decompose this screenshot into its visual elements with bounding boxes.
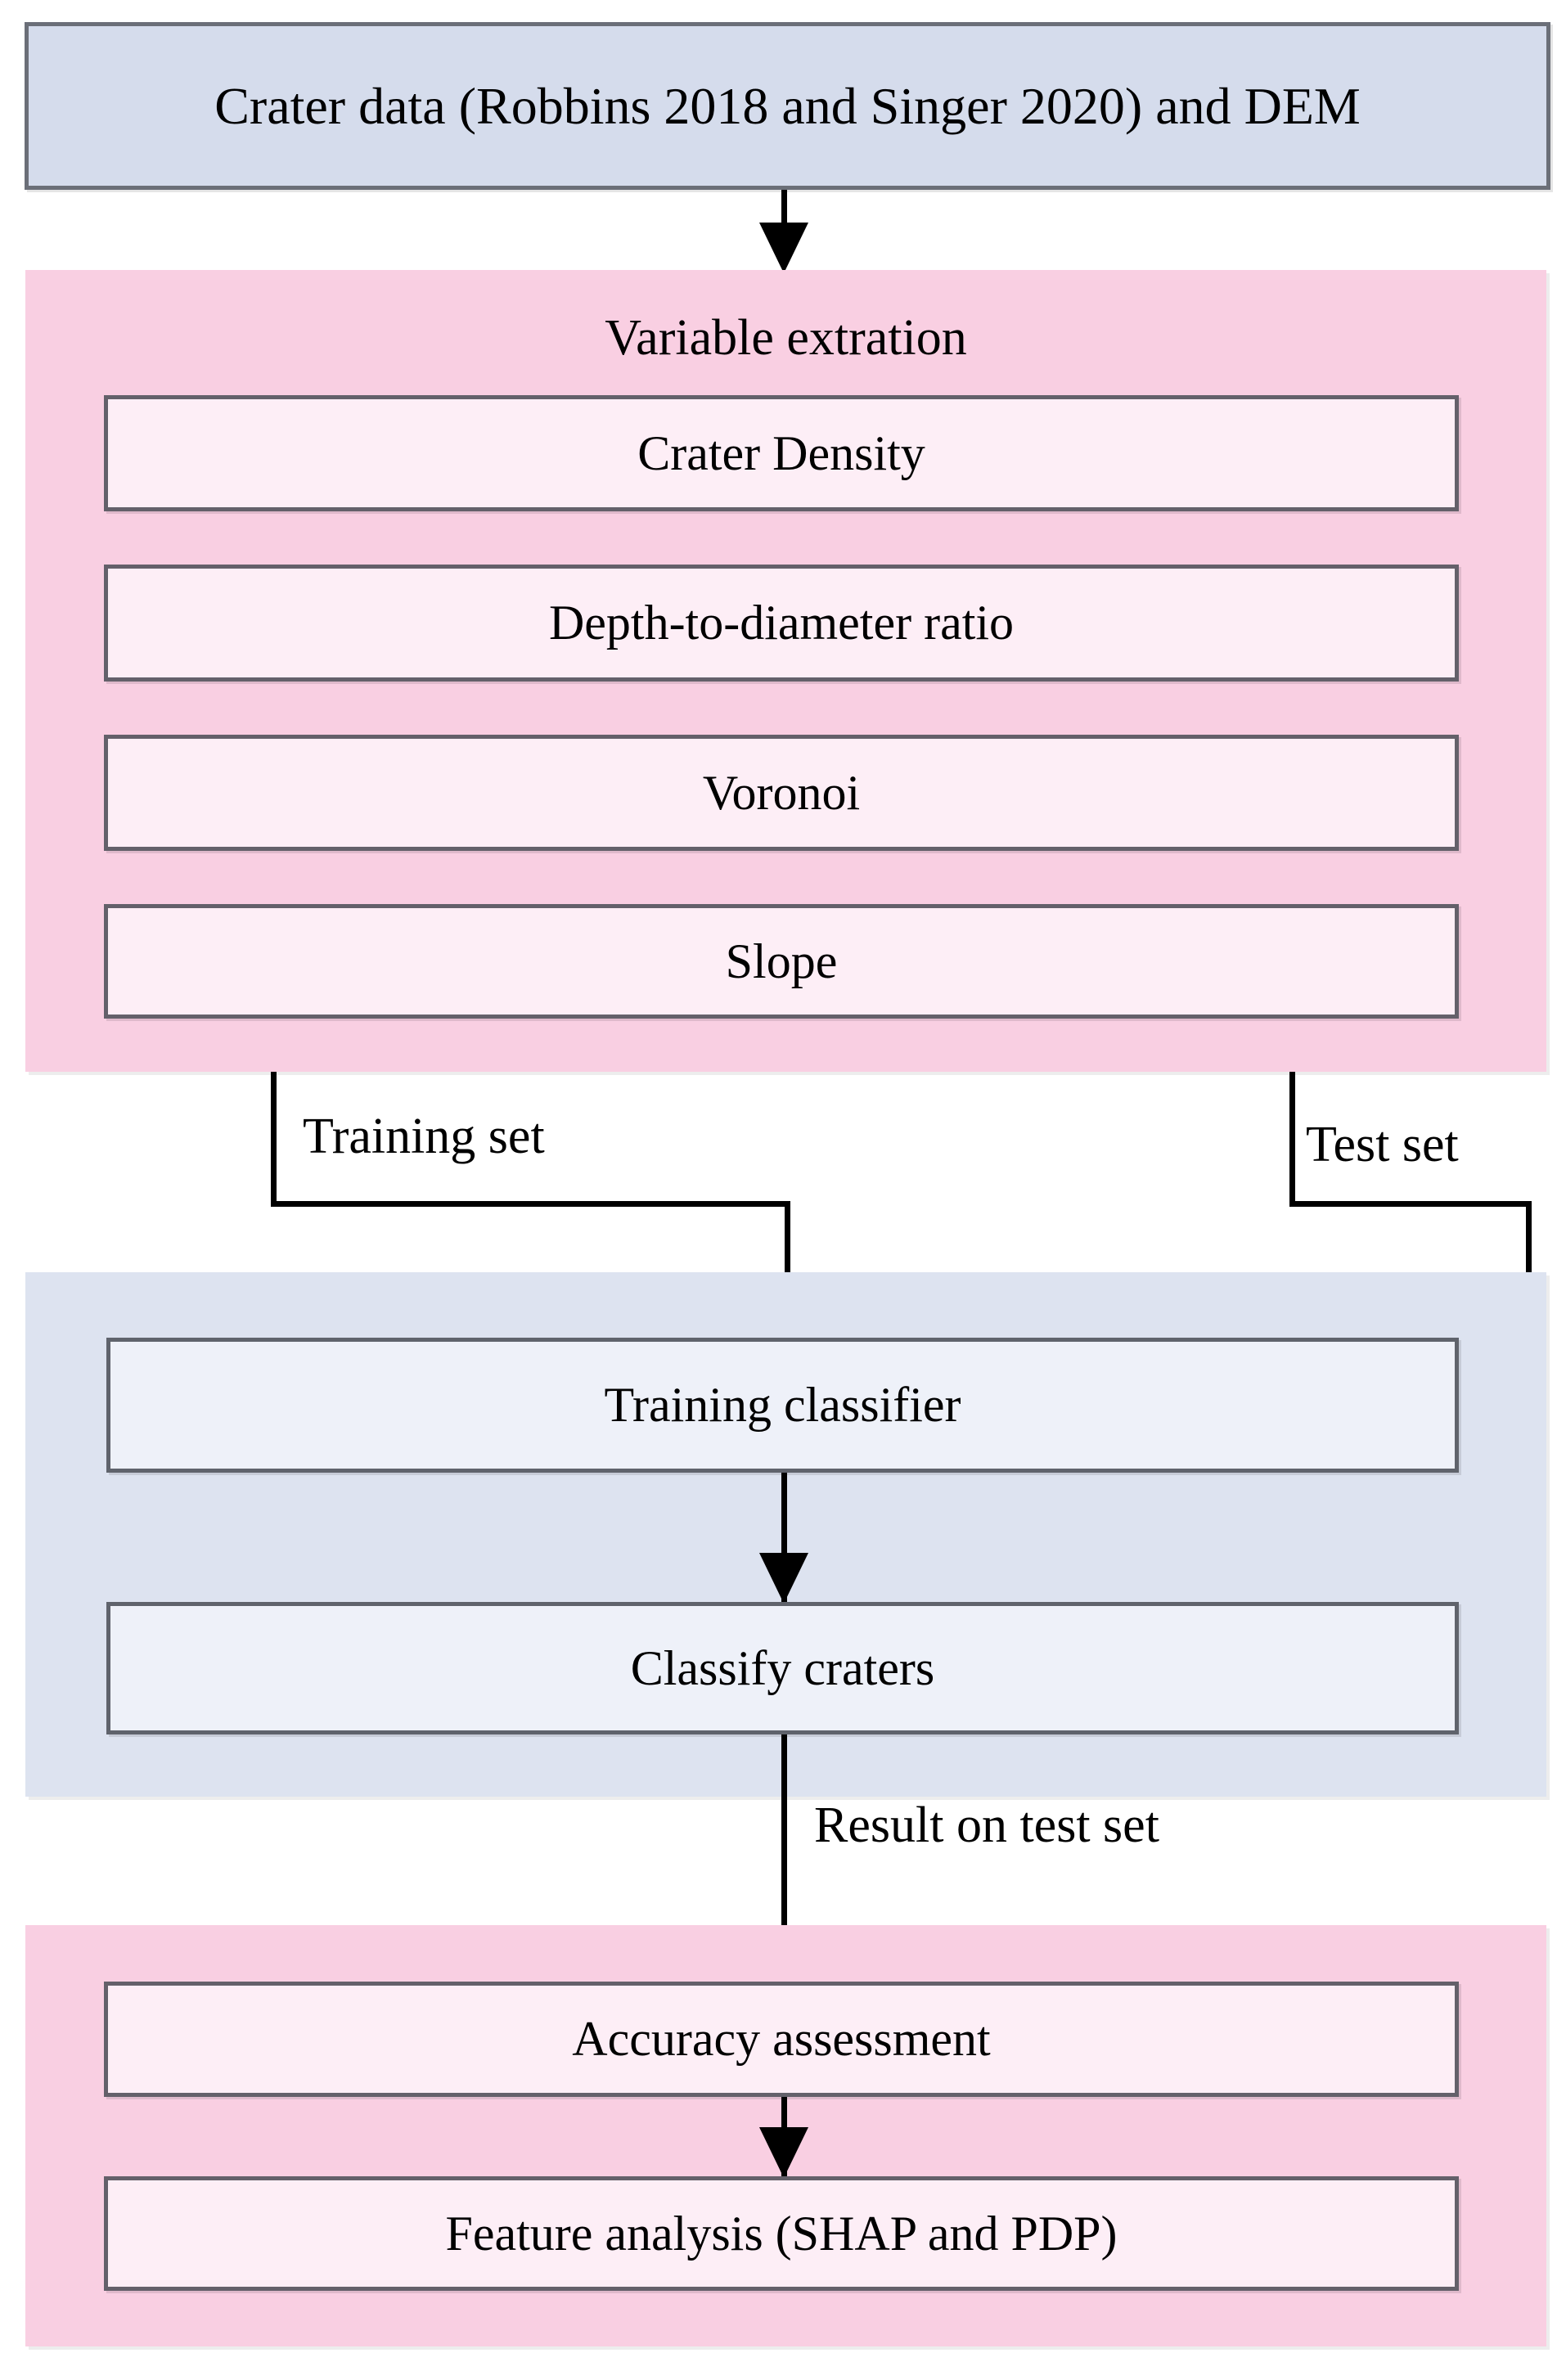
node-training-classifier[interactable]: Training classifier: [106, 1338, 1459, 1473]
node-crater-density-label: Crater Density: [637, 425, 925, 480]
node-accuracy-assessment[interactable]: Accuracy assessment: [104, 1982, 1459, 2097]
node-crater-density[interactable]: Crater Density: [104, 395, 1459, 511]
arrowhead-source-to-extraction: [759, 223, 808, 273]
node-training-classifier-label: Training classifier: [604, 1378, 961, 1433]
node-depth-to-diameter-ratio-label: Depth-to-diameter ratio: [548, 596, 1015, 650]
connector-test-set-down-left: [1289, 1072, 1295, 1207]
connector-test-set-across-top: [1289, 1201, 1532, 1207]
node-source-data[interactable]: Crater data (Robbins 2018 and Singer 202…: [25, 22, 1550, 190]
group-variable-extraction-heading: Variable extration: [605, 310, 967, 366]
node-voronoi[interactable]: Voronoi: [104, 735, 1459, 851]
edge-label-result-on-test-set: Result on test set: [814, 1797, 1159, 1853]
node-classify-craters-label: Classify craters: [630, 1640, 935, 1695]
node-classify-craters[interactable]: Classify craters: [106, 1602, 1459, 1734]
node-accuracy-assessment-label: Accuracy assessment: [572, 2012, 991, 2067]
arrowhead-accuracy-to-feature: [759, 2127, 808, 2178]
connector-result-on-test-set: [781, 1734, 787, 1980]
edge-label-test-set: Test set: [1306, 1117, 1459, 1172]
connector-training-set-down-left: [271, 1072, 277, 1207]
node-slope-label: Slope: [725, 934, 838, 988]
edge-label-training-set: Training set: [303, 1109, 545, 1164]
node-feature-analysis[interactable]: Feature analysis (SHAP and PDP): [104, 2176, 1459, 2291]
node-feature-analysis-label: Feature analysis (SHAP and PDP): [445, 2206, 1118, 2261]
node-voronoi-label: Voronoi: [702, 765, 861, 820]
node-depth-to-diameter-ratio[interactable]: Depth-to-diameter ratio: [104, 565, 1459, 682]
connector-training-to-classify: [781, 1473, 787, 1604]
connector-source-to-extraction: [781, 190, 787, 249]
node-slope[interactable]: Slope: [104, 904, 1459, 1019]
connector-training-set-across: [271, 1201, 790, 1207]
node-source-data-label: Crater data (Robbins 2018 and Singer 202…: [214, 76, 1361, 135]
arrowhead-training-to-classify: [759, 1553, 808, 1604]
